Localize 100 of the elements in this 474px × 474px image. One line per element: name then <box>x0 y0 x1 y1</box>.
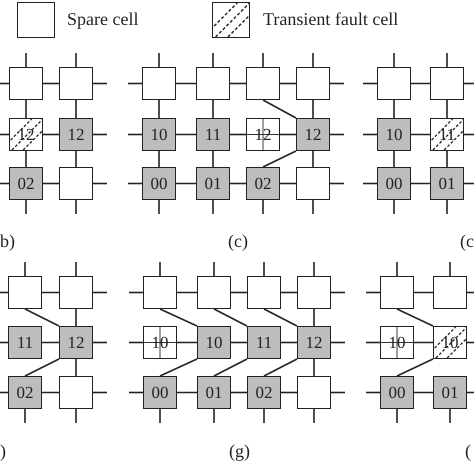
shaded-cell: 01 <box>430 167 464 200</box>
connection-line <box>312 151 314 167</box>
connection-line <box>411 82 430 84</box>
connection-line <box>396 308 434 327</box>
connection-line <box>158 100 160 118</box>
connection-line <box>262 150 296 168</box>
connection-line <box>312 100 314 118</box>
connection-line <box>280 182 296 184</box>
connection-line <box>280 82 296 84</box>
empty-cell <box>9 67 43 100</box>
shaded-cell: 02 <box>246 167 280 200</box>
connection-line <box>42 342 59 344</box>
hatched-cell: 11 <box>430 118 464 151</box>
connection-line <box>176 134 196 136</box>
connection-line <box>446 151 448 167</box>
empty-cell <box>246 67 280 100</box>
shaded-cell: 12 <box>297 326 331 359</box>
connection-line <box>25 100 27 118</box>
legend-text: Transient fault cell <box>263 9 398 30</box>
hatched-cell: 10 <box>433 326 467 359</box>
connection-line <box>75 359 77 376</box>
shaded-cell: 10 <box>142 118 176 151</box>
shaded-cell: 12 <box>296 118 330 151</box>
empty-cell <box>197 276 231 309</box>
connection-line <box>280 134 296 136</box>
connection-line <box>160 358 198 377</box>
connection-line <box>262 99 296 119</box>
panel-label: (c <box>460 231 474 252</box>
connection-line <box>177 392 197 394</box>
legend-text: Spare cell <box>67 9 138 30</box>
connection-line <box>231 392 247 394</box>
connection-line <box>230 134 246 136</box>
connection-line <box>176 182 196 184</box>
connection-line <box>42 292 59 294</box>
connection-line <box>446 100 448 118</box>
empty-cell <box>59 67 93 100</box>
connection-line <box>313 359 315 376</box>
shaded-cell: 01 <box>197 376 231 409</box>
empty-cell <box>247 276 281 309</box>
connection-line <box>75 100 77 118</box>
connection-line <box>24 308 60 327</box>
empty-cell <box>8 276 42 309</box>
connection-line <box>230 82 246 84</box>
shaded-cell: 11 <box>8 326 42 359</box>
connection-line <box>230 182 246 184</box>
connection-line <box>231 342 247 344</box>
connection-line <box>414 342 433 344</box>
connection-line <box>212 151 214 167</box>
connection-line <box>177 292 197 294</box>
shaded-cell: 02 <box>9 167 43 200</box>
connection-line <box>25 151 27 167</box>
connection-line <box>43 182 59 184</box>
empty-cell <box>142 67 176 100</box>
connection-line <box>43 82 59 84</box>
panel-label: (g) <box>229 441 250 462</box>
shaded-cell: 11 <box>196 118 230 151</box>
connection-line <box>43 134 59 136</box>
empty-cell <box>296 67 330 100</box>
connection-line <box>411 134 430 136</box>
connection-line <box>393 100 395 118</box>
connection-line <box>177 342 197 344</box>
empty-cell <box>430 67 464 100</box>
empty-cell <box>196 67 230 100</box>
connection-line <box>393 151 395 167</box>
empty-cell <box>296 167 330 200</box>
panel-label: (c) <box>228 231 248 252</box>
connection-line <box>264 308 298 327</box>
panel-label: ( <box>465 441 471 462</box>
shaded-cell: 10 <box>197 326 231 359</box>
connection-line <box>231 292 247 294</box>
shaded-cell: 00 <box>377 167 411 200</box>
shaded-cell: 10 <box>377 118 411 151</box>
connection-line <box>214 308 248 327</box>
panel-label: b) <box>0 231 15 252</box>
connection-line <box>281 292 297 294</box>
connection-line <box>414 292 433 294</box>
shaded-cell: 00 <box>142 167 176 200</box>
connection-line <box>176 82 196 84</box>
connection-line <box>264 358 298 377</box>
shaded-cell: 11 <box>247 326 281 359</box>
connection-line <box>214 358 248 377</box>
empty-cell <box>143 276 177 309</box>
shaded-cell: 12 <box>59 118 93 151</box>
empty-cell <box>59 167 93 200</box>
shaded-cell: 02 <box>247 376 281 409</box>
connection-line <box>24 358 60 377</box>
empty-cell <box>297 276 331 309</box>
panel-label: ) <box>0 441 6 462</box>
empty-cell <box>297 376 331 409</box>
connection-line <box>414 392 433 394</box>
empty-cell <box>433 276 467 309</box>
connection-line <box>160 308 198 327</box>
connection-line <box>281 342 297 344</box>
connection-line <box>411 182 430 184</box>
connection-line <box>75 151 77 167</box>
connection-line <box>313 309 315 326</box>
connection-line <box>158 151 160 167</box>
shaded-cell: 00 <box>143 376 177 409</box>
shaded-cell: 01 <box>196 167 230 200</box>
empty-cell <box>59 376 93 409</box>
